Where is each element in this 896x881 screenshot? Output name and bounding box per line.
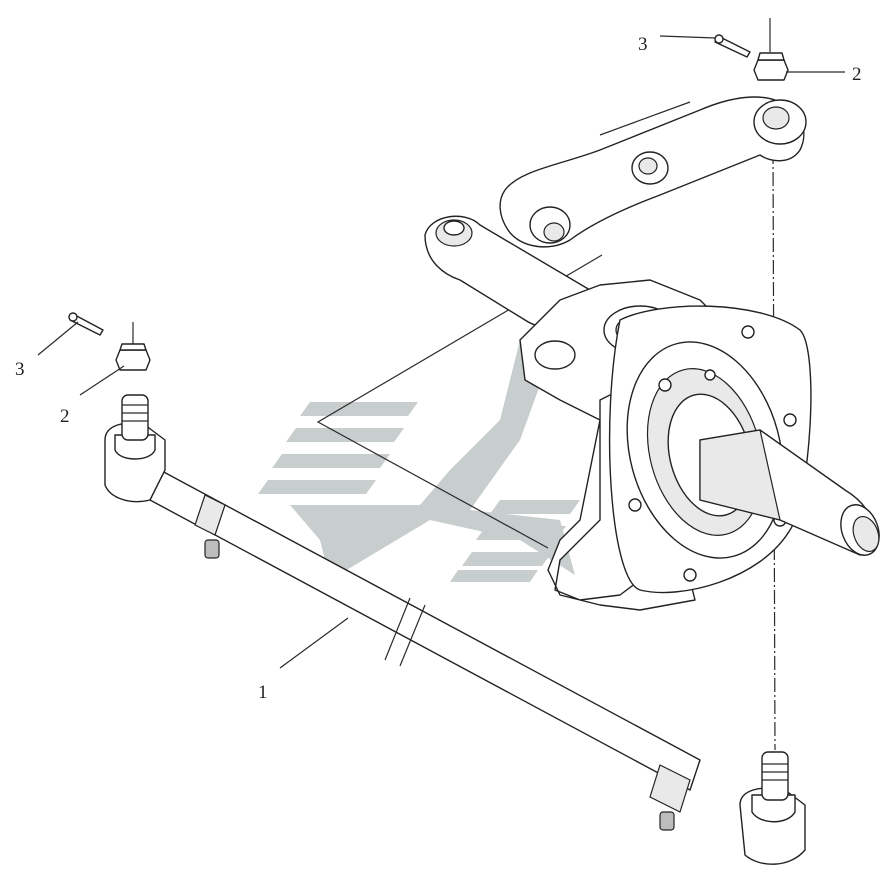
- callout-3-right: 3: [638, 34, 648, 55]
- watermark-logo: [258, 330, 580, 582]
- callout-1: 1: [258, 682, 268, 703]
- ball-joint-right: [739, 751, 806, 865]
- callout-3-left: 3: [15, 359, 25, 380]
- cotter-pin-right: [714, 34, 751, 58]
- spindle: [699, 429, 880, 556]
- ball-joint-left: [104, 394, 166, 503]
- cotter-pin-left: [68, 312, 104, 336]
- assembly-leader-lines: [132, 18, 776, 751]
- lower-arm: [424, 215, 591, 329]
- tie-rod: [145, 468, 701, 831]
- castle-nut-left: [115, 343, 151, 371]
- steering-arm: [499, 96, 807, 248]
- castle-nut-right: [753, 52, 789, 81]
- callout-leaders: [37, 35, 845, 669]
- callout-2-left: 2: [60, 406, 70, 427]
- callout-2-right: 2: [852, 64, 862, 85]
